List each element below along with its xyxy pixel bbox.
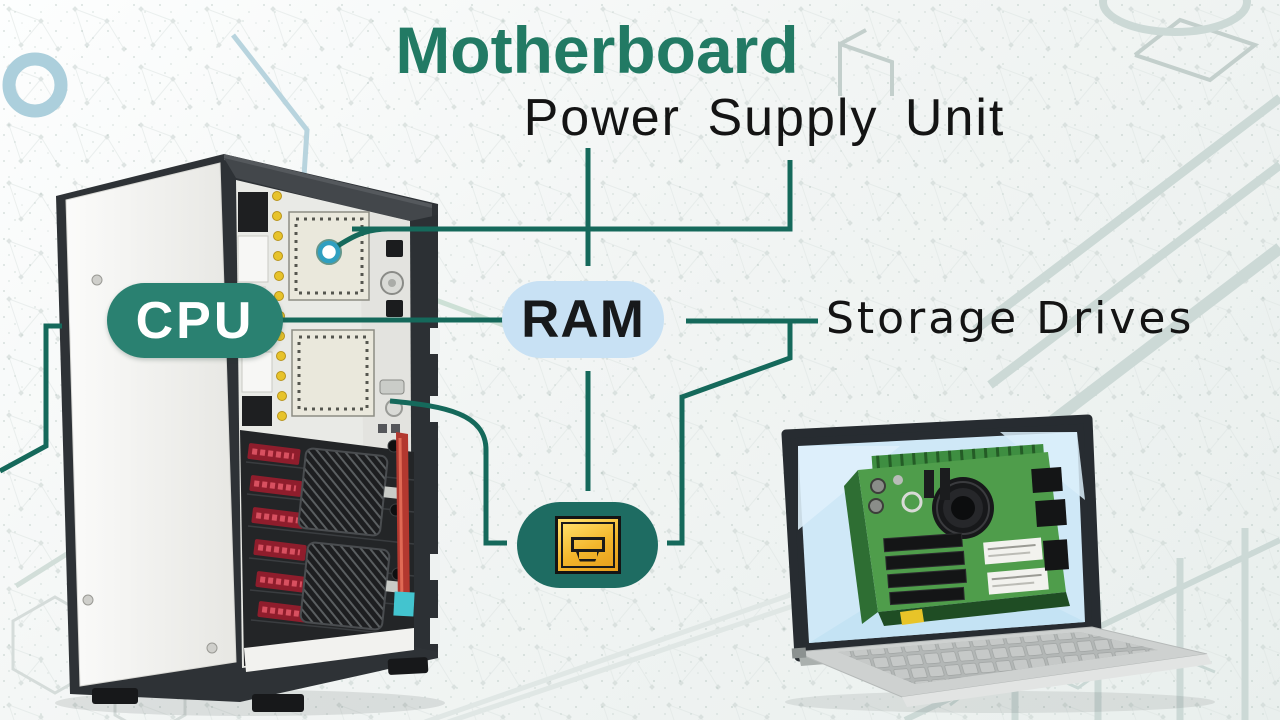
chip-glyph-rect <box>570 536 605 552</box>
tower-feet <box>92 657 429 712</box>
panel-screws <box>82 274 218 654</box>
yellow-pin-column <box>272 191 287 421</box>
faint-diagonals <box>424 592 803 720</box>
cpu-label: CPU <box>135 291 255 350</box>
mesh-panels <box>297 447 403 631</box>
deck-front-edge <box>902 654 1212 707</box>
hinge <box>791 647 807 659</box>
drive-led-labels <box>247 443 311 623</box>
chip-icon <box>554 516 621 574</box>
left-edge-trace <box>0 323 62 474</box>
tower-right-column <box>410 215 438 652</box>
board-connectors <box>1031 466 1070 571</box>
expansion-slots <box>883 532 967 606</box>
psu-label: Power Supply Unit <box>523 89 1006 147</box>
ram-label: RAM <box>521 290 645 349</box>
laptop-shadow <box>785 691 1215 713</box>
diagram-title: Motherboard <box>395 13 799 87</box>
cpu-socket-modules <box>288 211 375 417</box>
psu-connector-line <box>352 160 793 232</box>
tower-chip-curve <box>389 398 507 546</box>
rear-ports <box>378 240 405 433</box>
storage-branch-line <box>667 321 793 546</box>
capacitors <box>868 468 950 514</box>
board-labels <box>983 537 1049 595</box>
chip-node <box>517 502 658 588</box>
tower-bottom-strip <box>244 628 414 672</box>
marker-dot-icon <box>316 239 342 265</box>
yellow-tab <box>900 609 924 625</box>
ring-decoration <box>2 52 68 118</box>
cyan-accent <box>393 591 415 617</box>
chip-icon-inner-border <box>560 522 615 568</box>
storage-label: Storage Drives <box>826 293 1195 344</box>
ram-node: RAM <box>502 281 664 358</box>
motherboard-graphic <box>844 444 1070 626</box>
cpu-node: CPU <box>107 283 283 358</box>
red-strip-highlight <box>398 437 404 609</box>
tower-top-bar <box>224 158 432 228</box>
keyboard-keys <box>838 632 1158 684</box>
